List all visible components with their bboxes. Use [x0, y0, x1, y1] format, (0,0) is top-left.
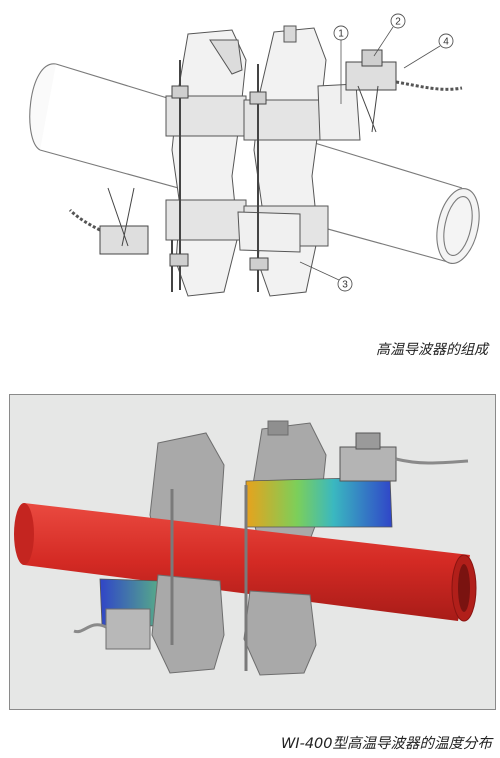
transducer-top — [345, 49, 463, 133]
callout-2: 2 — [373, 13, 406, 57]
svg-text:3: 3 — [342, 280, 348, 291]
pipe-drawing — [29, 63, 480, 264]
temperature-render — [9, 394, 496, 710]
svg-text:1: 1 — [338, 29, 344, 40]
exploded-diagram: 1 2 3 4 — [0, 0, 500, 330]
transducer-3d — [339, 432, 469, 482]
transducer-bottom — [68, 187, 149, 255]
caption-figure-1: 高温导波器的组成 — [376, 342, 488, 358]
heated-strip-upper — [245, 476, 393, 528]
svg-text:2: 2 — [395, 17, 401, 28]
clamp-right — [243, 25, 329, 297]
callout-4: 4 — [403, 33, 454, 69]
svg-text:4: 4 — [443, 37, 449, 48]
waveguide-strip — [237, 83, 361, 253]
callout-3: 3 — [299, 261, 353, 292]
caption-figure-2: WI-400型高温导波器的温度分布 — [280, 736, 492, 752]
callout-1: 1 — [333, 25, 349, 104]
